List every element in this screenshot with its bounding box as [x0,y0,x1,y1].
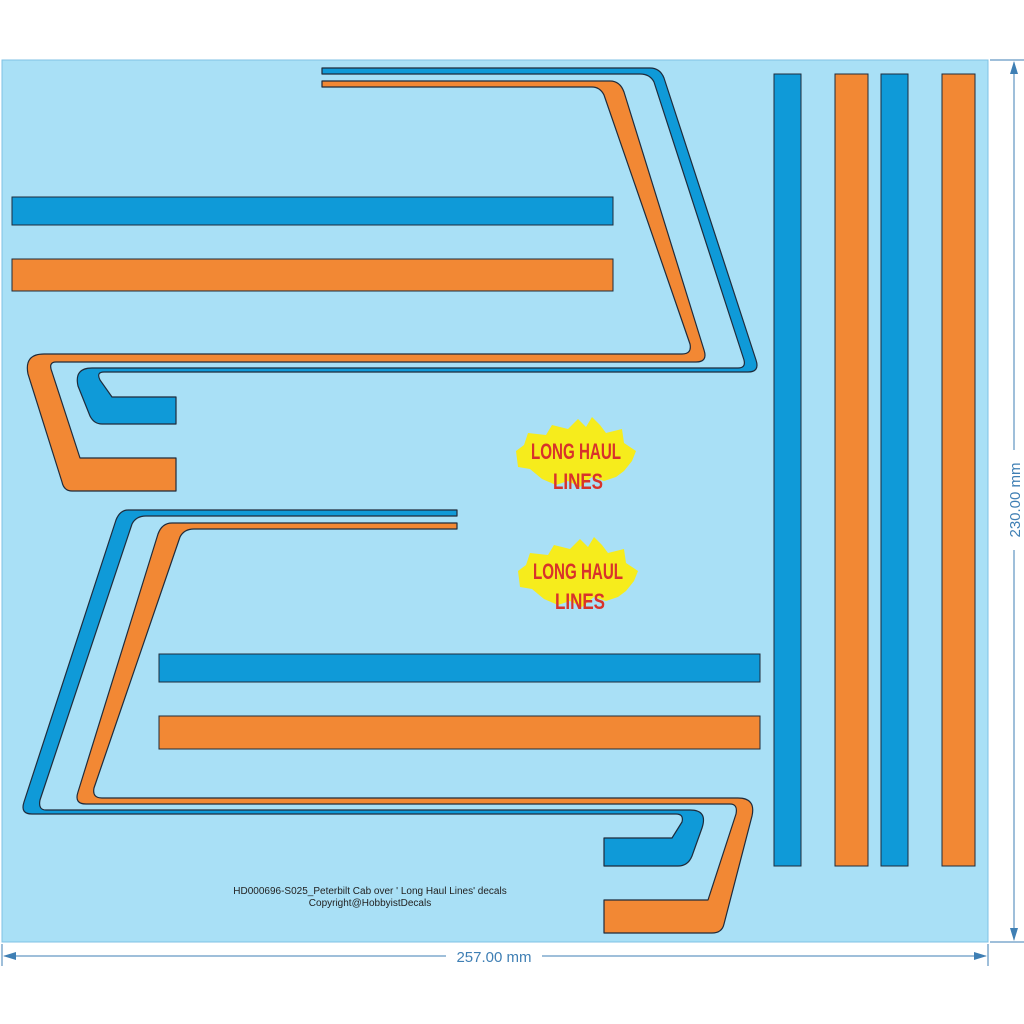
copyright-line: Copyright@HobbyistDecals [308,898,432,909]
stripe-set-bottom [22,509,754,934]
product-caption: HD000696-S025_Peterbilt Cab over ' Long … [180,886,560,910]
width-label: 257.00 mm [456,949,531,966]
logo-line-1: LONG HAUL [533,559,623,584]
arrow-down-icon [1010,928,1018,941]
stripe-orange-horizontal-2 [158,715,761,750]
logo-line-2: LINES [555,589,605,614]
stripe-orange-bottom-bend [76,522,754,934]
stripe-orange-top-bend [26,80,706,492]
stripe-orange-horizontal-1 [11,258,614,292]
height-label-bg [1004,450,1024,550]
stripe-set-top [26,67,758,492]
long-haul-logo-2: LONG HAUL LINES [518,537,638,614]
logo-line-1: LONG HAUL [531,439,621,464]
stripe-blue-bottom-bend [22,509,705,867]
arrow-left-icon [3,952,16,960]
width-label-bg [446,946,542,966]
stripe-blue-top-bend [76,67,758,425]
height-label: 230.00 mm [1007,462,1024,537]
stripe-orange-vertical-1 [834,73,869,867]
logo-splash-icon [516,417,636,487]
long-haul-logo-1: LONG HAUL LINES [516,417,636,494]
product-line: HD000696-S025_Peterbilt Cab over ' Long … [233,886,507,897]
logo-splash-icon [518,537,638,607]
stripe-orange-vertical-2 [941,73,976,867]
stripe-blue-vertical-2 [880,73,909,867]
stripe-blue-horizontal-1 [11,196,614,226]
stripe-blue-vertical-1 [773,73,802,867]
arrow-up-icon [1010,61,1018,74]
stripe-blue-horizontal-2 [158,653,761,683]
arrow-right-icon [974,952,987,960]
logo-line-2: LINES [553,469,603,494]
